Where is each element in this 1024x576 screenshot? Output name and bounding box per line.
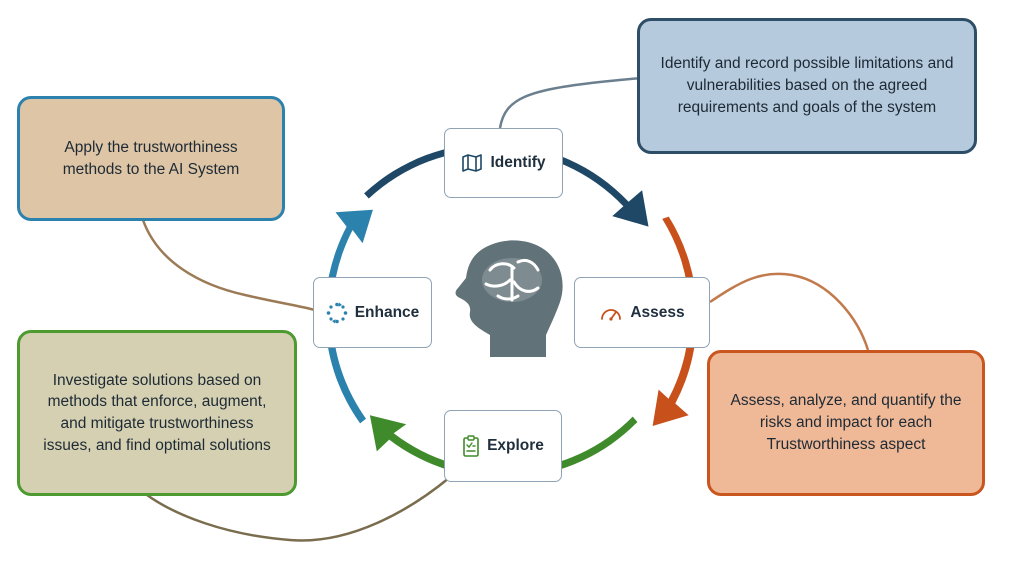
callout-identify-line: requirements and goals of the system [677,98,937,116]
stage-assess-label: Assess [630,303,685,321]
ring-arc-identify [364,143,649,227]
connector-explore [146,477,450,542]
connector-identify [498,76,643,129]
brain-head-icon [455,240,563,357]
stage-explore: Explore [444,410,562,482]
callout-enhance-line: methods to the AI System [62,160,240,178]
callout-explore-line: and mitigate trustworthiness [60,415,254,432]
callout-assess-line: risks and impact for each [759,414,933,432]
cycle-arrows-icon [326,302,347,323]
callout-explore-line: issues, and find optimal solutions [43,436,271,454]
stage-assess: Assess [574,277,710,348]
callout-enhance: Apply the trustworthiness methods to the… [17,96,285,221]
callout-explore: Investigate solutions based on methods t… [17,330,297,496]
gauge-icon [601,308,622,321]
brain-folds [484,258,540,302]
stage-identify: Identify [444,128,563,198]
stage-identify-label: Identify [490,154,546,171]
map-icon [462,154,483,172]
callout-explore-line: methods that enforce, augment, [47,393,267,411]
clipboard-icon [463,435,479,457]
ring-arc-enhance [325,209,373,424]
ring-arc-assess [652,216,698,426]
callout-assess: Assess, analyze, and quantify the risks … [707,350,985,496]
stage-enhance-label: Enhance [354,303,420,321]
callout-assess-line: Assess, analyze, and quantify the [730,392,962,410]
callout-identify-line: vulnerabilities based on the agreed [686,77,928,95]
connector-enhance [141,219,316,312]
connector-assess [709,272,870,351]
stage-enhance: Enhance [313,277,432,348]
callout-enhance-line: Apply the trustworthiness [64,138,238,156]
callout-identify-line: Identify and record possible limitations… [660,55,954,73]
callout-assess-line: Trustworthiness aspect [766,435,926,453]
callout-identify: Identify and record possible limitations… [637,18,977,154]
stage-explore-label: Explore [487,437,544,454]
ring-arc-explore [369,415,638,479]
callout-explore-line: Investigate solutions based on [52,371,262,389]
